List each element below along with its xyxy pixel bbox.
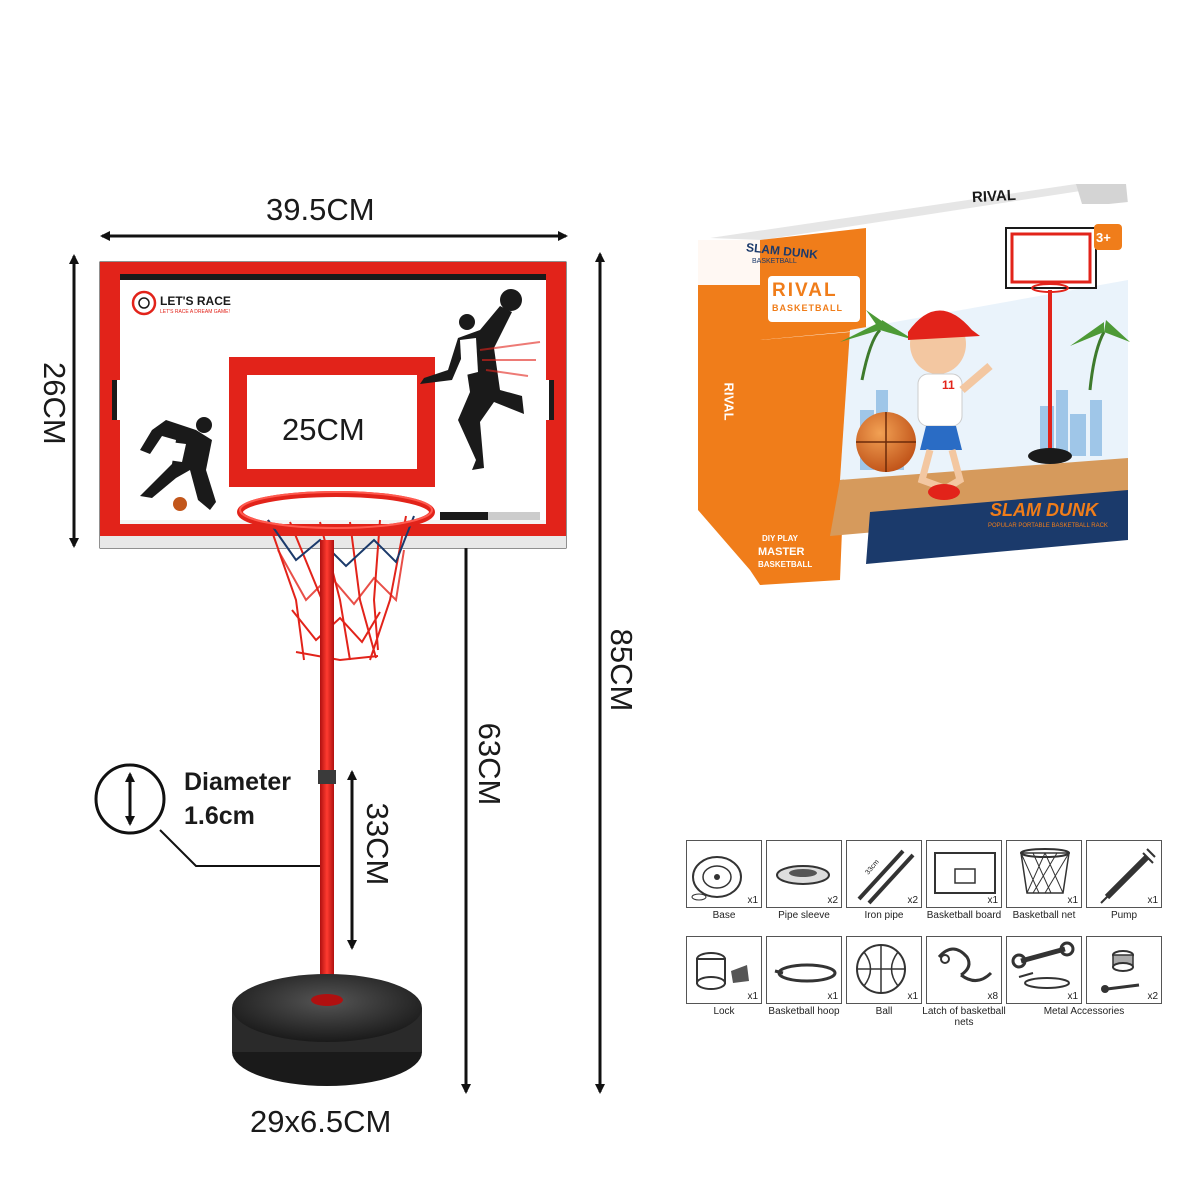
dribbling-player-silhouette <box>140 417 216 511</box>
accessory-qty: x1 <box>907 991 918 1002</box>
pole-segment-label: 33CM <box>360 802 395 886</box>
accessory-cell: x1 <box>846 936 922 1004</box>
accessory-caption: Iron pipe <box>864 910 904 921</box>
boy-illustration <box>908 310 993 500</box>
accessory-qty: x2 <box>1147 991 1158 1002</box>
accessory-caption: Metal Accessories <box>1043 1006 1125 1017</box>
accessory-caption: Ball <box>875 1006 893 1017</box>
box-player-number: 11 <box>942 378 955 392</box>
accessory-cell: x1 <box>686 840 762 908</box>
accessory-cell: x1 <box>1006 936 1082 1004</box>
board-tagline: LET'S RACE A DREAM GAME! <box>160 309 230 315</box>
screw-icon <box>1101 950 1140 993</box>
basketball-rim <box>237 491 435 662</box>
box-top-label: RIVAL <box>971 186 1017 207</box>
accessory-caption: Pipe sleeve <box>778 910 830 921</box>
box-logo-sub: BASKETBALL <box>772 303 843 313</box>
accessory-caption: Basketball net <box>1012 910 1076 921</box>
accessory-cell: x2 <box>1086 936 1162 1004</box>
accessory-caption: Latch of basketball nets <box>922 1006 1006 1028</box>
box-age-badge: 3+ <box>1096 230 1111 245</box>
diameter-value: 1.6cm <box>184 802 255 830</box>
accessory-qty: x1 <box>827 991 838 1002</box>
accessory-qty: x2 <box>827 895 838 906</box>
accessory-cell: x1 <box>766 936 842 1004</box>
pump-icon <box>1100 848 1156 904</box>
base-size-label: 29x6.5CM <box>250 1104 392 1139</box>
dunking-player-silhouette <box>420 289 541 470</box>
hoop-icon <box>774 963 837 983</box>
box-front-subtitle: POPULAR PORTABLE BASKETBALL RACK <box>988 523 1108 529</box>
accessory-cell: x1 <box>686 936 762 1004</box>
box-side-brand: RIVAL <box>721 382 737 421</box>
ball-icon <box>856 944 906 994</box>
accessory-cell: x8 <box>926 936 1002 1004</box>
accessory-qty: x1 <box>747 991 758 1002</box>
accessory-caption: Pump <box>1110 910 1138 921</box>
inner-square-label: 25CM <box>282 412 365 447</box>
box-side-subtitle: BASKETBALL <box>752 258 797 265</box>
rim-height-label: 63CM <box>472 722 507 806</box>
board-icon <box>934 852 996 894</box>
accessory-qty: x1 <box>987 895 998 906</box>
accessory-cell: x2 <box>766 840 842 908</box>
base-icon <box>691 856 742 901</box>
accessory-cell: x1 <box>1006 840 1082 908</box>
accessory-qty: x8 <box>987 991 998 1002</box>
accessory-caption: Base <box>712 910 736 921</box>
accessory-caption: Lock <box>713 1006 735 1017</box>
accessory-caption: Basketball board <box>926 910 1002 921</box>
accessory-qty: x2 <box>907 895 918 906</box>
base <box>232 974 422 1086</box>
board-height-label: 26CM <box>37 362 72 445</box>
diameter-title: Diameter <box>184 768 291 796</box>
board-width-label: 39.5CM <box>266 192 375 227</box>
total-height-label: 85CM <box>604 628 639 712</box>
box-diy-label: DIY PLAY <box>762 534 799 543</box>
pipe-joint <box>318 770 336 784</box>
board-brand: LET'S RACE <box>160 294 231 308</box>
net-icon <box>1020 848 1070 894</box>
lock-icon <box>696 952 749 990</box>
accessory-cell: x1 <box>926 840 1002 908</box>
accessory-qty: x1 <box>1067 895 1078 906</box>
accessory-cell: x1 <box>1086 840 1162 908</box>
accessory-qty: x1 <box>1147 895 1158 906</box>
iron-pipe-icon <box>857 849 915 905</box>
accessory-cell: x2 <box>846 840 922 908</box>
backboard <box>99 261 567 549</box>
product-box <box>698 184 1130 585</box>
accessory-qty: x1 <box>747 895 758 906</box>
pipe-sleeve-icon <box>776 865 830 885</box>
box-logo-main: RIVAL <box>772 280 838 301</box>
box-master-sub: BASKETBALL <box>758 560 813 569</box>
wrench-icon <box>1011 941 1075 989</box>
diameter-label: Diameter 1.6cm <box>184 765 291 833</box>
accessory-qty: x1 <box>1067 991 1078 1002</box>
box-master-label: MASTER <box>758 546 805 558</box>
box-front-title: SLAM DUNK <box>990 500 1098 520</box>
accessory-caption: Basketball hoop <box>768 1006 840 1017</box>
latch-icon <box>937 947 993 982</box>
